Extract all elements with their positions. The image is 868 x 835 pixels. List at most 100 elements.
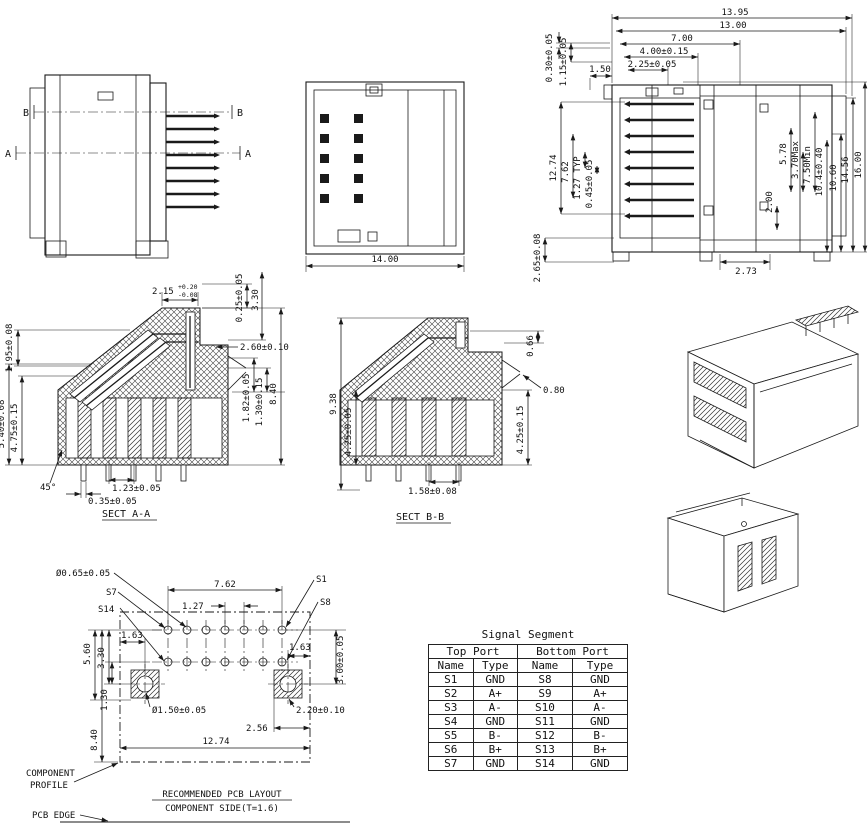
side-view: B B A A bbox=[5, 74, 251, 259]
dim-front-width: 14.00 bbox=[371, 255, 398, 265]
pcb-layout-subtitle: COMPONENT SIDE(T=1.6) bbox=[165, 804, 279, 814]
signal-cell: A- bbox=[571, 700, 629, 715]
signal-table: Signal Segment Top Port Bottom Port Name… bbox=[428, 628, 629, 771]
signal-cell: GND bbox=[472, 672, 518, 687]
dim-0-30: 0.30±0.05 bbox=[545, 34, 555, 83]
dim-1-95: 1.95±0.08 bbox=[5, 324, 15, 373]
pin-label-s8: S8 bbox=[320, 598, 331, 608]
rear-view-bottom-dim: 2.73 bbox=[719, 254, 771, 277]
signal-cell: B- bbox=[571, 728, 629, 743]
signal-cell: GND bbox=[472, 756, 518, 771]
dim-1-50-dia: Ø1.50±0.05 bbox=[152, 705, 206, 716]
dim-5-40: 5.40±0.08 bbox=[0, 400, 7, 449]
dim-1-30-pcb: 1.30 bbox=[100, 689, 110, 711]
signal-table-title: Signal Segment bbox=[481, 628, 575, 641]
dim-10-4: 10.4±0.40 bbox=[815, 148, 825, 197]
section-aa-view: 2.15 +0.20 -0.08 0.25±0.05 3.30 2.60±0.1… bbox=[0, 272, 289, 521]
dim-7-00: 7.00 bbox=[671, 34, 693, 44]
section-label-a-right: A bbox=[245, 149, 251, 160]
pcb-layout: Ø0.65±0.05 S7 S14 S1 S8 7.62 1.27 1.63 bbox=[26, 568, 350, 823]
section-label-b-left: B bbox=[23, 108, 29, 119]
dim-7-62: 7.62 bbox=[561, 161, 571, 183]
signal-cell: A+ bbox=[472, 686, 518, 701]
dim-2-15-tol-plus: +0.20 bbox=[178, 283, 198, 291]
dim-1-30: 1.30±0.15 bbox=[255, 378, 265, 427]
dim-2-15-tol-minus: -0.08 bbox=[178, 291, 198, 299]
dim-14-56: 14.56 bbox=[841, 156, 851, 183]
dim-9-38: 9.38 bbox=[329, 393, 339, 415]
signal-cell: S6 bbox=[428, 742, 474, 757]
dim-4-00: 4.00±0.15 bbox=[640, 47, 689, 57]
pin-label-s14: S14 bbox=[98, 605, 114, 615]
dim-1-50: 1.50 bbox=[589, 65, 611, 75]
signal-cell: S10 bbox=[517, 700, 573, 715]
dim-2-65: 2.65±0.08 bbox=[533, 234, 543, 283]
sect-aa-left-dims: 1.95±0.08 5.40±0.08 4.75±0.15 bbox=[0, 324, 130, 466]
pcb-edge-label: PCB EDGE bbox=[32, 811, 75, 821]
component-profile-label-1: COMPONENT bbox=[26, 769, 75, 779]
dim-0-35: 0.35±0.05 bbox=[88, 497, 137, 507]
dim-0-25: 0.25±0.05 bbox=[235, 274, 245, 323]
signal-cell: GND bbox=[571, 714, 629, 729]
pcb-callouts: Ø0.65±0.05 S7 S14 S1 S8 bbox=[56, 568, 331, 662]
dim-0-45: 0.45±0.05 bbox=[585, 160, 595, 209]
side-view-pins bbox=[166, 113, 220, 210]
sect-bb-dims: 0.66 0.80 9.38 4.25±0.05 4.25±0.15 1.58±… bbox=[329, 317, 565, 497]
pcb-layout-title: RECOMMENDED PCB LAYOUT bbox=[162, 790, 282, 800]
signal-cell: S13 bbox=[517, 742, 573, 757]
dim-45deg: 45° bbox=[40, 483, 56, 493]
component-profile-label-2: PROFILE bbox=[30, 781, 68, 791]
dim-1-63-left: 1.63 bbox=[121, 631, 143, 641]
pcb-notes: COMPONENT PROFILE PCB EDGE RECOMMENDED P… bbox=[26, 762, 292, 822]
dim-1-15: 1.15±0.05 bbox=[559, 38, 569, 87]
col-header-name-bottom: Name bbox=[517, 658, 573, 673]
rear-view-top-dims: 13.95 13.00 7.00 4.00±0.15 2.25±0.05 1.5… bbox=[589, 8, 853, 96]
signal-table-grid: Top Port Bottom Port Name Type Name Type… bbox=[428, 644, 629, 771]
pin-label-s1: S1 bbox=[316, 575, 327, 585]
dim-10-60: 10.60 bbox=[829, 164, 839, 191]
section-bb-view: 0.66 0.80 9.38 4.25±0.05 4.25±0.15 1.58±… bbox=[329, 317, 565, 524]
dim-13-00: 13.00 bbox=[719, 21, 746, 31]
iso-view-rear bbox=[666, 492, 800, 613]
pcb-dims: 7.62 1.27 1.63 5.60 3.30 1.63 3.00±0.05 bbox=[83, 580, 346, 763]
col-header-type-top: Type bbox=[472, 658, 518, 673]
dim-2-56: 2.56 bbox=[246, 724, 268, 734]
front-view-width-dim: 14.00 bbox=[305, 255, 465, 272]
section-line-b: B B bbox=[23, 105, 243, 119]
signal-cell: A- bbox=[472, 700, 518, 715]
signal-cell: S8 bbox=[517, 672, 573, 687]
signal-cell: S9 bbox=[517, 686, 573, 701]
sect-aa-right-dims: 1.82±0.05 1.30±0.15 8.40 bbox=[202, 307, 285, 466]
dim-2-20: 2.20±0.10 bbox=[296, 706, 345, 716]
rear-view-right-dims: 2.00 5.78 3.70Max 7.50Min 10.4±0.40 10.6… bbox=[683, 81, 868, 253]
dim-8-40: 8.40 bbox=[269, 383, 279, 405]
dim-12-74: 12.74 bbox=[549, 154, 559, 181]
pin-label-s7: S7 bbox=[106, 588, 117, 598]
section-label-a-left: A bbox=[5, 149, 11, 160]
rear-view: 13.95 13.00 7.00 4.00±0.15 2.25±0.05 1.5… bbox=[533, 8, 868, 283]
col-group-top-port: Top Port bbox=[428, 644, 518, 659]
dim-5-78: 5.78 bbox=[779, 143, 789, 165]
dim-3-00: 3.00±0.05 bbox=[336, 636, 346, 685]
front-view-contacts bbox=[320, 114, 363, 203]
dim-2-15: 2.15 bbox=[152, 287, 174, 297]
signal-cell: S4 bbox=[428, 714, 474, 729]
dim-2-00: 2.00 bbox=[765, 191, 775, 213]
signal-cell: S2 bbox=[428, 686, 474, 701]
signal-cell: S7 bbox=[428, 756, 474, 771]
dim-0-66: 0.66 bbox=[526, 335, 536, 357]
dim-12-74-pcb: 12.74 bbox=[202, 737, 229, 747]
signal-cell: B- bbox=[472, 728, 518, 743]
signal-cell: GND bbox=[571, 756, 629, 771]
signal-cell: S5 bbox=[428, 728, 474, 743]
sect-aa-top-dim: 2.15 +0.20 -0.08 bbox=[152, 283, 199, 306]
dim-0-80: 0.80 bbox=[543, 386, 565, 396]
